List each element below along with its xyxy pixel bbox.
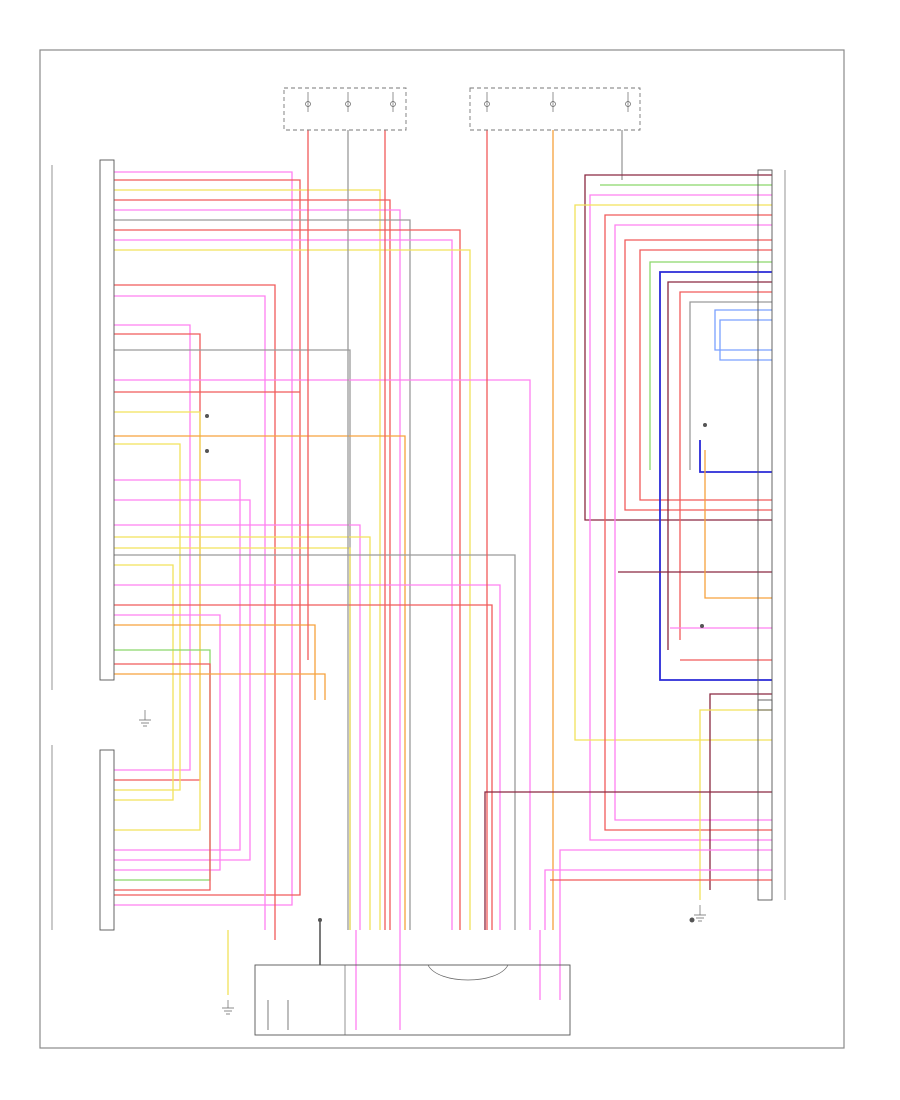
- wire-yellow: [114, 443, 181, 791]
- wire-brown: [667, 281, 772, 650]
- right-lower-connector: [757, 699, 773, 901]
- wire-red: [114, 663, 211, 891]
- wire-orange: [114, 673, 326, 700]
- bottom-junction-block: [254, 964, 571, 1036]
- wire-pink: [614, 224, 772, 821]
- bottom-junction-divider: [344, 964, 509, 1035]
- wire-pink: [114, 209, 401, 930]
- wire-gray: [114, 219, 411, 930]
- wire-pink: [544, 869, 772, 930]
- wire-gray: [689, 301, 772, 470]
- wire-pink: [114, 479, 241, 851]
- wire-pink: [114, 171, 293, 906]
- wire-pink: [114, 239, 453, 930]
- diagram-border: [39, 49, 845, 1049]
- wire-red: [604, 214, 772, 831]
- wire-pink: [114, 584, 501, 930]
- wire-brown: [484, 791, 772, 930]
- wire-pink: [114, 379, 531, 930]
- wire-orange: [704, 450, 772, 599]
- wire-orange: [114, 624, 316, 700]
- wire-blue: [659, 271, 772, 681]
- fuse-group: [305, 92, 631, 112]
- wire-red: [639, 249, 772, 501]
- wire-pink: [114, 524, 361, 930]
- wire-pink: [114, 295, 266, 930]
- wire-yellow: [114, 249, 471, 930]
- wire-red: [114, 604, 493, 930]
- wire-green: [114, 649, 211, 881]
- wire-yellow: [114, 536, 371, 930]
- wire-lightblue: [714, 309, 772, 351]
- left-module-connector: [99, 159, 115, 681]
- wire-brown: [709, 693, 772, 890]
- splice-dot: [205, 414, 707, 923]
- wire-pink: [114, 614, 221, 871]
- wire-pink: [355, 930, 561, 1030]
- wire-yellow: [574, 204, 772, 741]
- wire-red: [679, 291, 772, 640]
- wire-gray: [114, 554, 516, 930]
- wire-yellow: [699, 709, 772, 900]
- wire-red: [114, 229, 461, 930]
- wire-red: [114, 199, 391, 930]
- right-module-connector: [757, 169, 773, 711]
- wire-red: [114, 284, 276, 940]
- fuse-box-left: [283, 87, 407, 131]
- wire-lightblue: [719, 319, 772, 361]
- component-layer: [39, 49, 845, 1049]
- left-lower-connector: [99, 749, 115, 931]
- wire-yellow: [114, 564, 174, 801]
- fuse-box-right: [469, 87, 641, 131]
- wire-red: [114, 333, 201, 781]
- wire-pink: [114, 499, 251, 861]
- wire-pink: [559, 849, 772, 930]
- wire-layer: [114, 130, 772, 1030]
- wire-red: [624, 239, 772, 511]
- wire-blue: [699, 440, 772, 473]
- wire-green: [649, 261, 772, 470]
- wire-pink: [589, 194, 772, 841]
- wire-yellow: [114, 547, 351, 930]
- wire-yellow: [114, 189, 381, 930]
- ground-symbol: [139, 710, 706, 1015]
- wire-orange: [114, 435, 406, 930]
- wire-gray: [267, 1000, 289, 1030]
- wire-brown: [584, 174, 772, 521]
- wire-yellow: [114, 411, 201, 831]
